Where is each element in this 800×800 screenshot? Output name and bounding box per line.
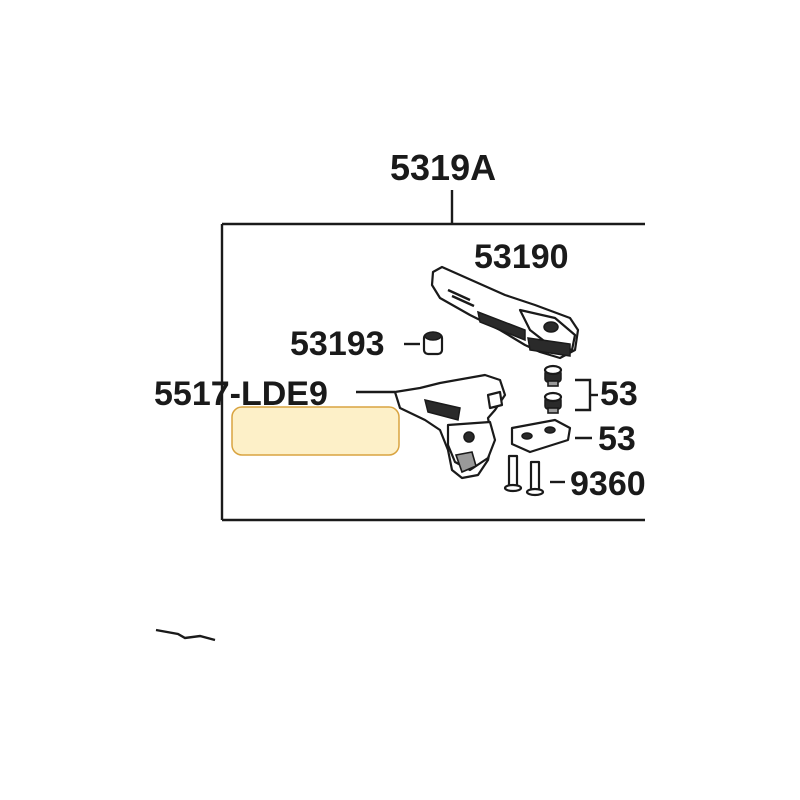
collar-part bbox=[422, 331, 444, 356]
lower-lever-part bbox=[393, 373, 507, 480]
bolt-upper-part bbox=[543, 364, 563, 387]
bolt-brace bbox=[575, 378, 598, 412]
bolt-group-callout: 53 bbox=[600, 375, 638, 413]
assembly-callout: 5319A bbox=[390, 147, 496, 188]
pin-left-part bbox=[503, 454, 523, 493]
collar-callout: 53193 bbox=[290, 325, 385, 363]
pins-callout: 9360 bbox=[570, 465, 646, 503]
pin-right-part bbox=[525, 460, 545, 497]
plate-callout: 53 bbox=[598, 420, 636, 458]
assembly-bracket bbox=[220, 190, 645, 522]
bar-top-callout: 53190 bbox=[474, 238, 569, 276]
upper-lever-part bbox=[430, 265, 580, 360]
plate-part bbox=[510, 418, 572, 454]
stray-mark bbox=[155, 628, 216, 642]
bolt-lower-part bbox=[543, 391, 563, 414]
highlight-box bbox=[231, 406, 400, 456]
